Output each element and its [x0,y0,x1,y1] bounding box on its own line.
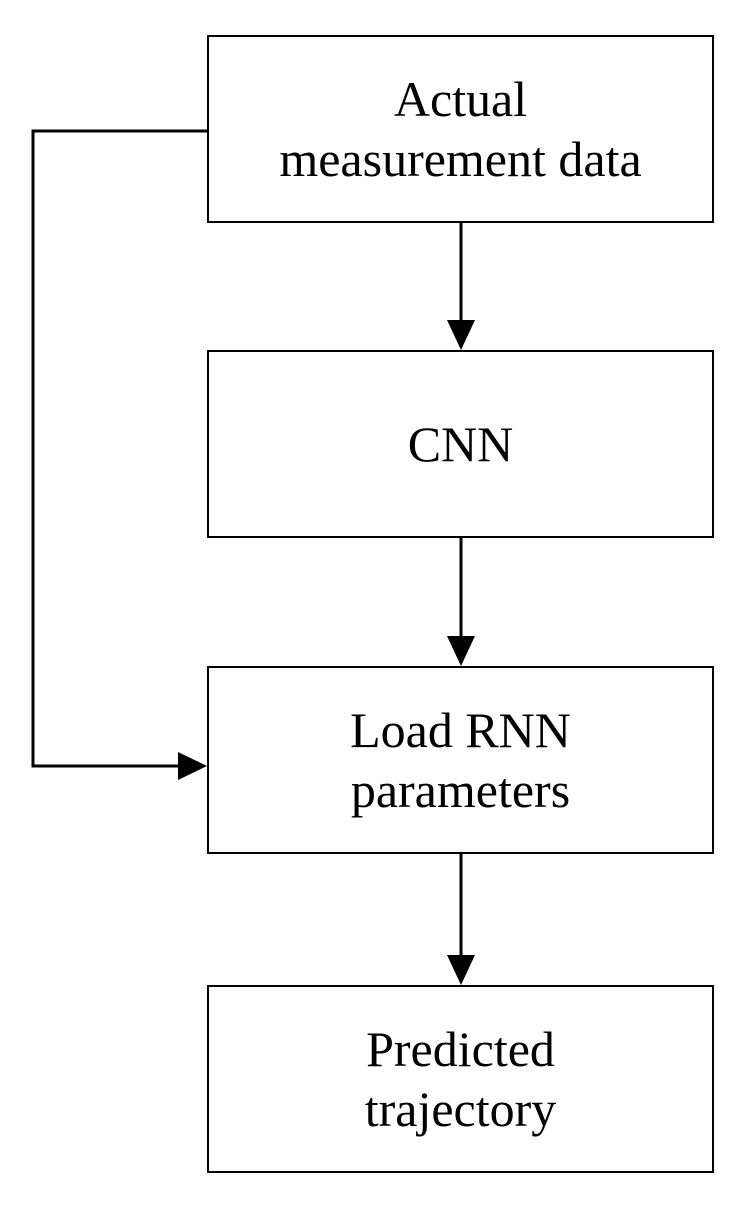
node-label-line: Load RNN [350,702,571,758]
node-predicted-trajectory: Predicted trajectory [207,985,714,1173]
arrow-load-rnn-to-predicted [447,854,475,985]
node-label-line: measurement data [279,131,642,187]
node-label-line: parameters [350,762,571,818]
node-label-line: trajectory [364,1081,557,1137]
node-actual-measurement-data: Actual measurement data [207,35,714,223]
arrow-measurement-to-cnn [447,223,475,350]
arrow-measurement-to-load-rnn-bypass [31,129,207,780]
arrow-cnn-to-load-rnn [447,538,475,666]
node-label-line: CNN [407,416,514,472]
node-label-line: Predicted [366,1021,555,1077]
node-cnn: CNN [207,350,714,538]
node-label-line: Actual [393,71,528,127]
node-load-rnn-parameters: Load RNN parameters [207,666,714,854]
